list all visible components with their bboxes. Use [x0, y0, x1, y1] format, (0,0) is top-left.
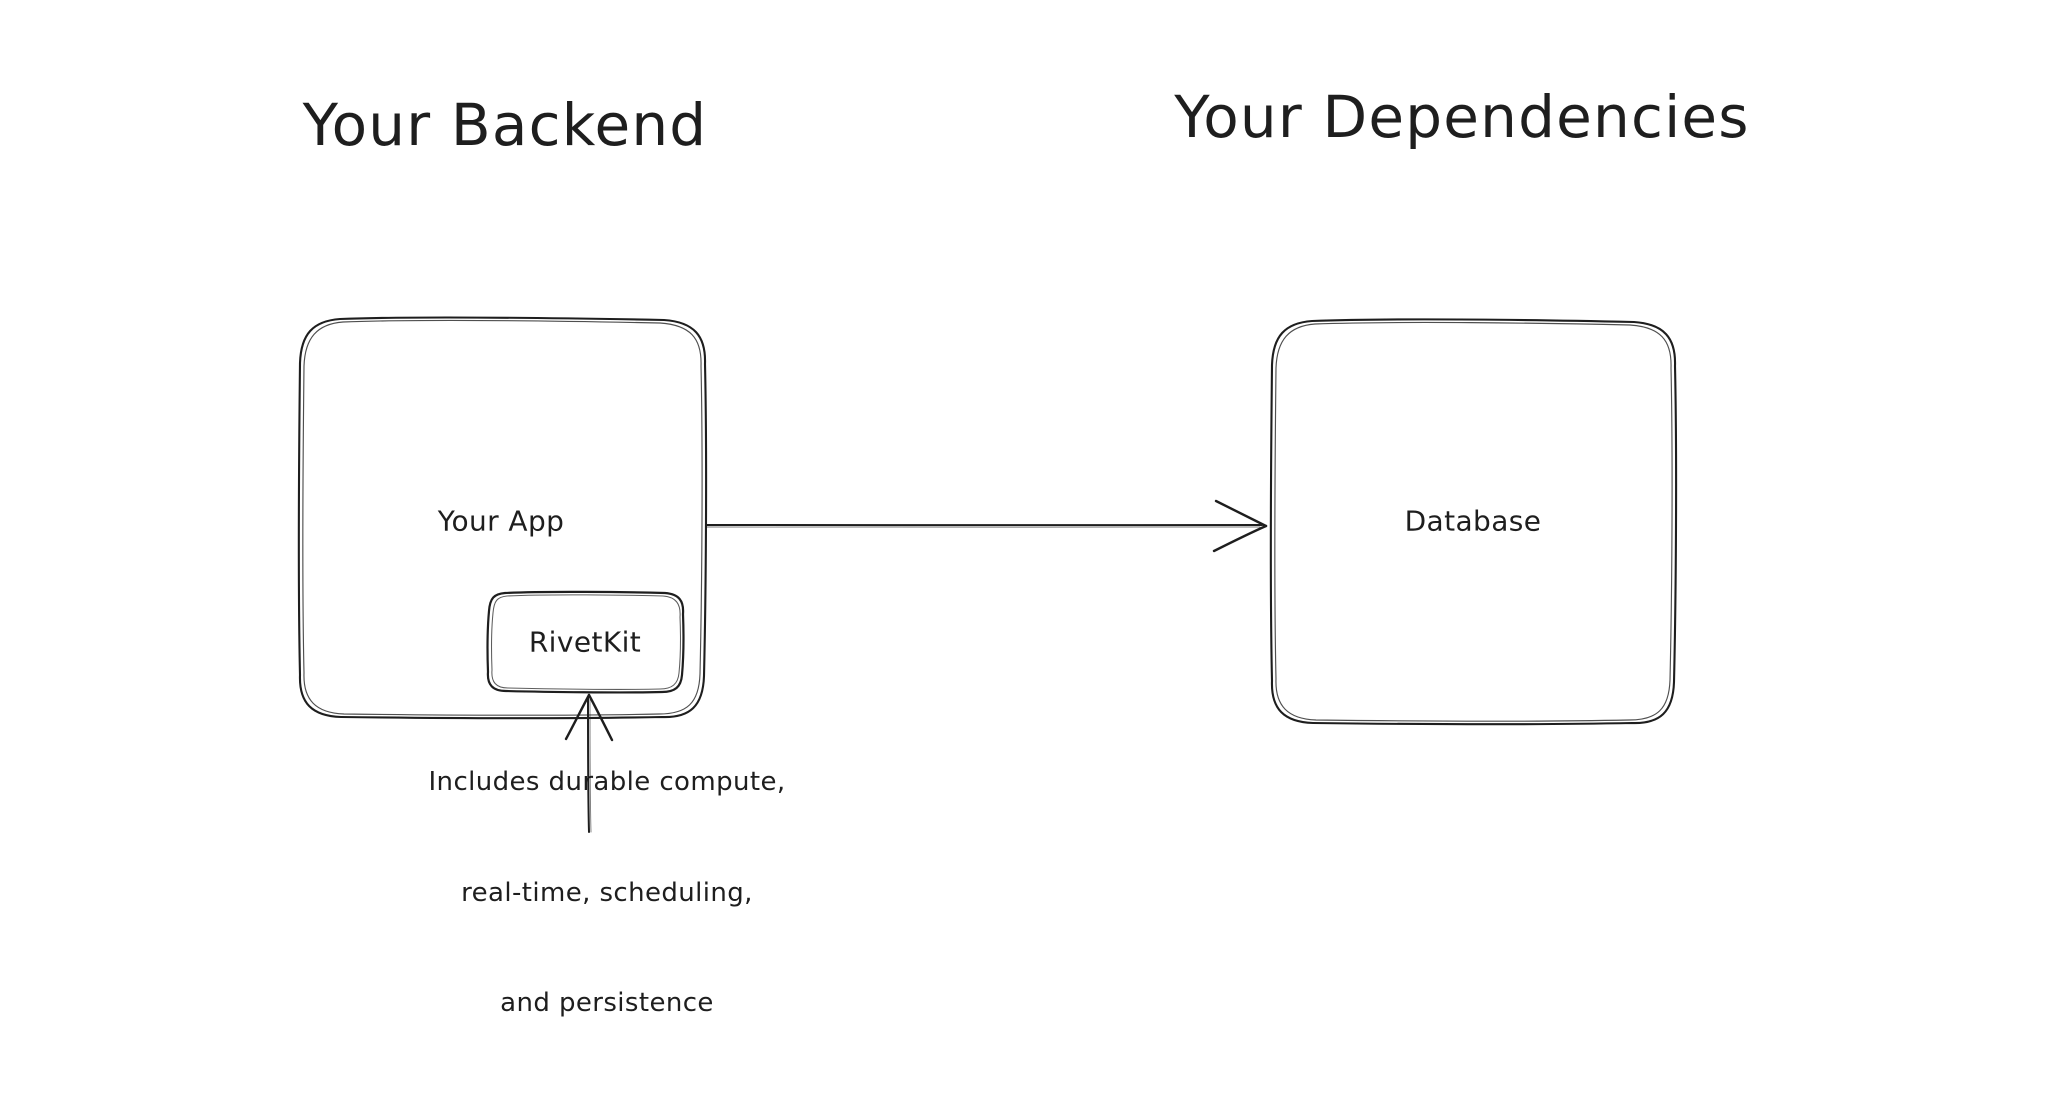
annotation-line-2: real-time, scheduling, — [461, 877, 753, 908]
heading-your-backend: Your Backend — [302, 90, 708, 159]
your-app-box-outline — [297, 316, 708, 720]
node-label-rivetkit: RivetKit — [528, 625, 642, 659]
database-box-outline — [1269, 318, 1678, 726]
arrow-app-to-database — [705, 499, 1268, 553]
arrow-note-to-rivetkit — [564, 693, 614, 833]
diagram-sketch-layer — [297, 316, 1678, 833]
diagram-canvas: Your Backend Your Dependencies Your App … — [297, 82, 1750, 1019]
annotation-text: Includes durable compute, real-time, sch… — [428, 690, 785, 1096]
rivetkit-box-outline — [486, 590, 685, 694]
node-label-your-app: Your App — [437, 504, 565, 538]
node-label-database: Database — [1404, 504, 1542, 538]
annotation-line-3: and persistence — [500, 988, 714, 1019]
annotation-line-1: Includes durable compute, — [428, 766, 786, 797]
heading-your-dependencies: Your Dependencies — [1174, 82, 1750, 151]
